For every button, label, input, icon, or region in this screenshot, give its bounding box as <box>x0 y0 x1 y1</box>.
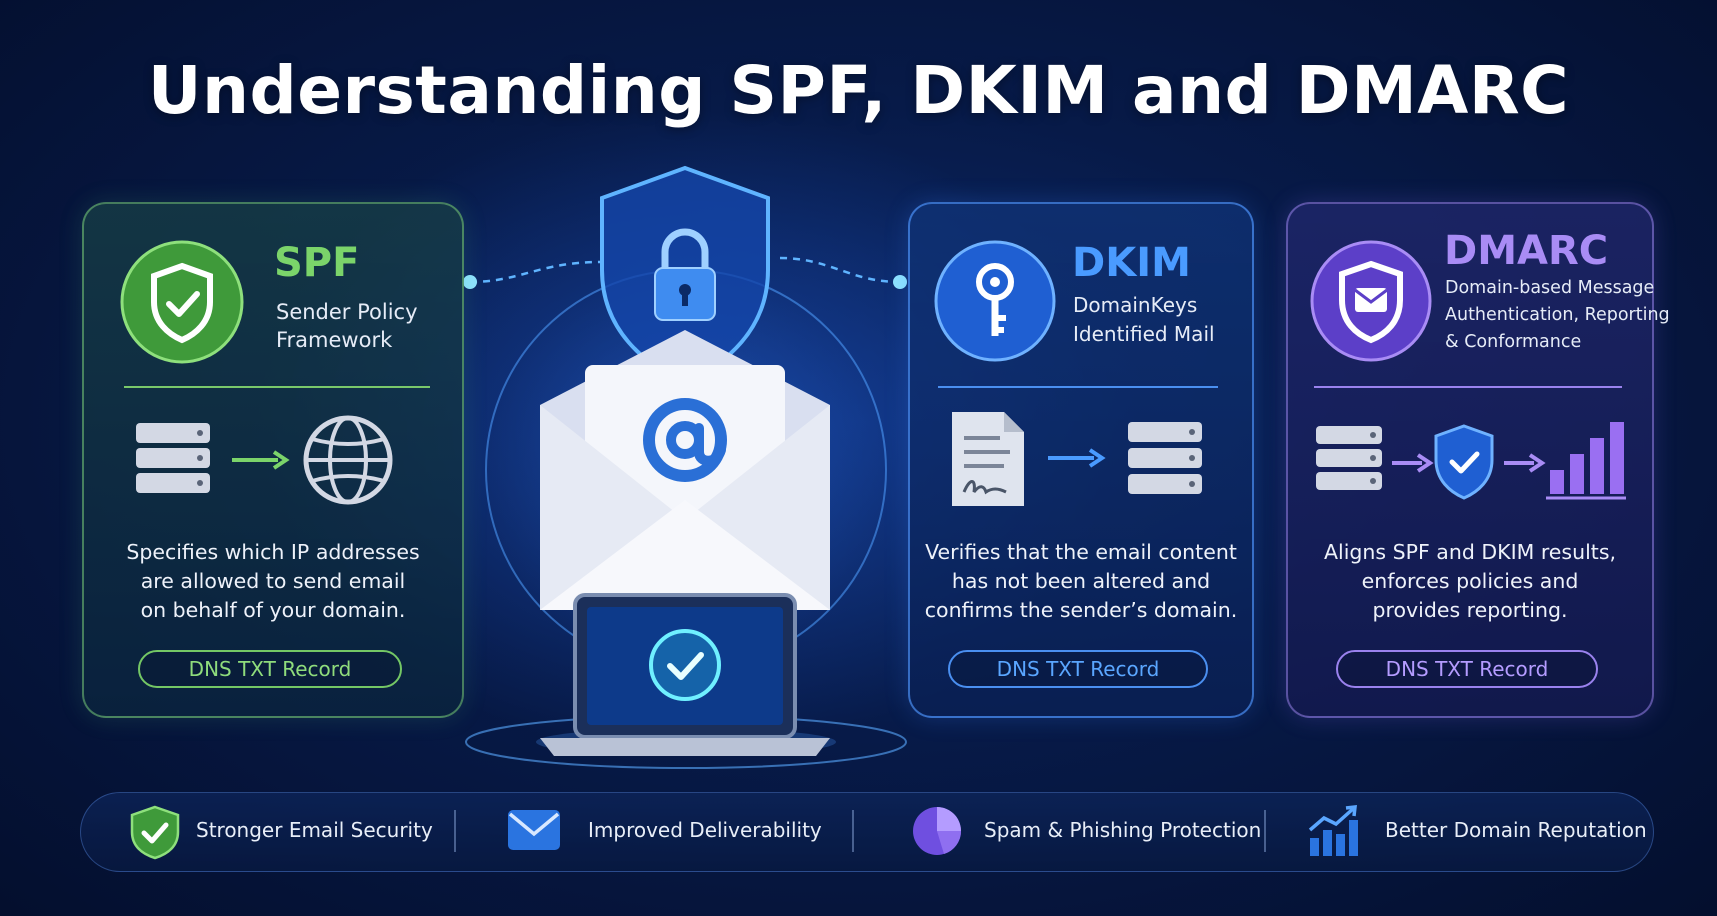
signed-document-icon <box>952 412 1024 506</box>
dkim-description: Verifies that the email content has not … <box>924 540 1238 622</box>
benefit-security-label: Stronger Email Security <box>196 818 433 842</box>
dmarc-full-line2: Authentication, Reporting <box>1445 305 1670 325</box>
server-icon <box>136 423 210 493</box>
spf-full-line1: Sender Policy <box>276 300 418 324</box>
dmarc-description: Aligns SPF and DKIM results, enforces po… <box>1323 540 1617 622</box>
arrow-right-icon <box>1392 453 1434 473</box>
bar-chart-icon <box>1546 422 1626 500</box>
benefit-deliverability-label: Improved Deliverability <box>588 818 822 842</box>
dkim-full-line1: DomainKeys <box>1073 293 1198 317</box>
spf-record-pill: DNS TXT Record <box>138 650 402 688</box>
bar-divider <box>852 810 854 852</box>
dkim-divider <box>938 386 1218 388</box>
spf-full-line2: Framework <box>276 328 393 352</box>
benefit-protection-label: Spam & Phishing Protection <box>984 818 1262 842</box>
arrow-right-icon <box>232 450 290 470</box>
globe-icon <box>303 415 393 505</box>
dmarc-flow-diagram <box>1316 422 1626 500</box>
center-illustration <box>540 165 830 756</box>
spf-flow-diagram <box>136 415 393 505</box>
arrow-right-icon <box>1504 453 1546 473</box>
bar-chart-up-icon <box>1308 805 1358 856</box>
pie-chart-icon <box>913 807 962 855</box>
benefits-bar <box>80 792 1654 872</box>
arrow-right-icon <box>1048 448 1106 468</box>
dkim-flow-diagram <box>952 412 1202 506</box>
envelope-icon <box>508 810 560 850</box>
dkim-record-pill: DNS TXT Record <box>948 650 1208 688</box>
bar-divider <box>1264 810 1266 852</box>
shield-check-icon <box>1434 424 1494 500</box>
page-title: Understanding SPF, DKIM and DMARC <box>147 52 1570 129</box>
key-icon <box>976 263 1014 336</box>
benefit-reputation-label: Better Domain Reputation <box>1385 818 1647 842</box>
connector-dot-right <box>893 275 907 289</box>
dmarc-badge <box>1310 240 1432 362</box>
spf-divider <box>124 386 430 388</box>
dmarc-record-pill: DNS TXT Record <box>1336 650 1598 688</box>
dmarc-full-line3: & Conformance <box>1445 332 1582 352</box>
dmarc-full-line1: Domain-based Message <box>1445 278 1655 298</box>
server-icon <box>1316 426 1382 490</box>
connector-left <box>469 260 601 284</box>
server-icon <box>1128 422 1202 494</box>
dkim-title: DKIM <box>1072 240 1191 286</box>
connector-dot-left <box>463 275 477 289</box>
shield-mail-icon <box>1339 260 1403 344</box>
check-circle-icon <box>649 629 721 701</box>
spf-title: SPF <box>274 240 360 286</box>
envelope-icon <box>540 330 830 610</box>
spf-badge <box>120 240 244 364</box>
bar-divider <box>454 810 456 852</box>
shield-check-icon <box>151 262 213 344</box>
shield-check-icon <box>130 805 180 860</box>
at-sign-icon <box>643 398 727 482</box>
dkim-full-line2: Identified Mail <box>1073 322 1215 346</box>
dmarc-title: DMARC <box>1444 228 1609 274</box>
dmarc-divider <box>1314 386 1622 388</box>
spf-description: Specifies which IP addresses are allowed… <box>126 540 420 622</box>
dkim-badge <box>934 240 1056 362</box>
connector-right <box>779 256 901 284</box>
shield-lock-icon <box>600 165 770 385</box>
